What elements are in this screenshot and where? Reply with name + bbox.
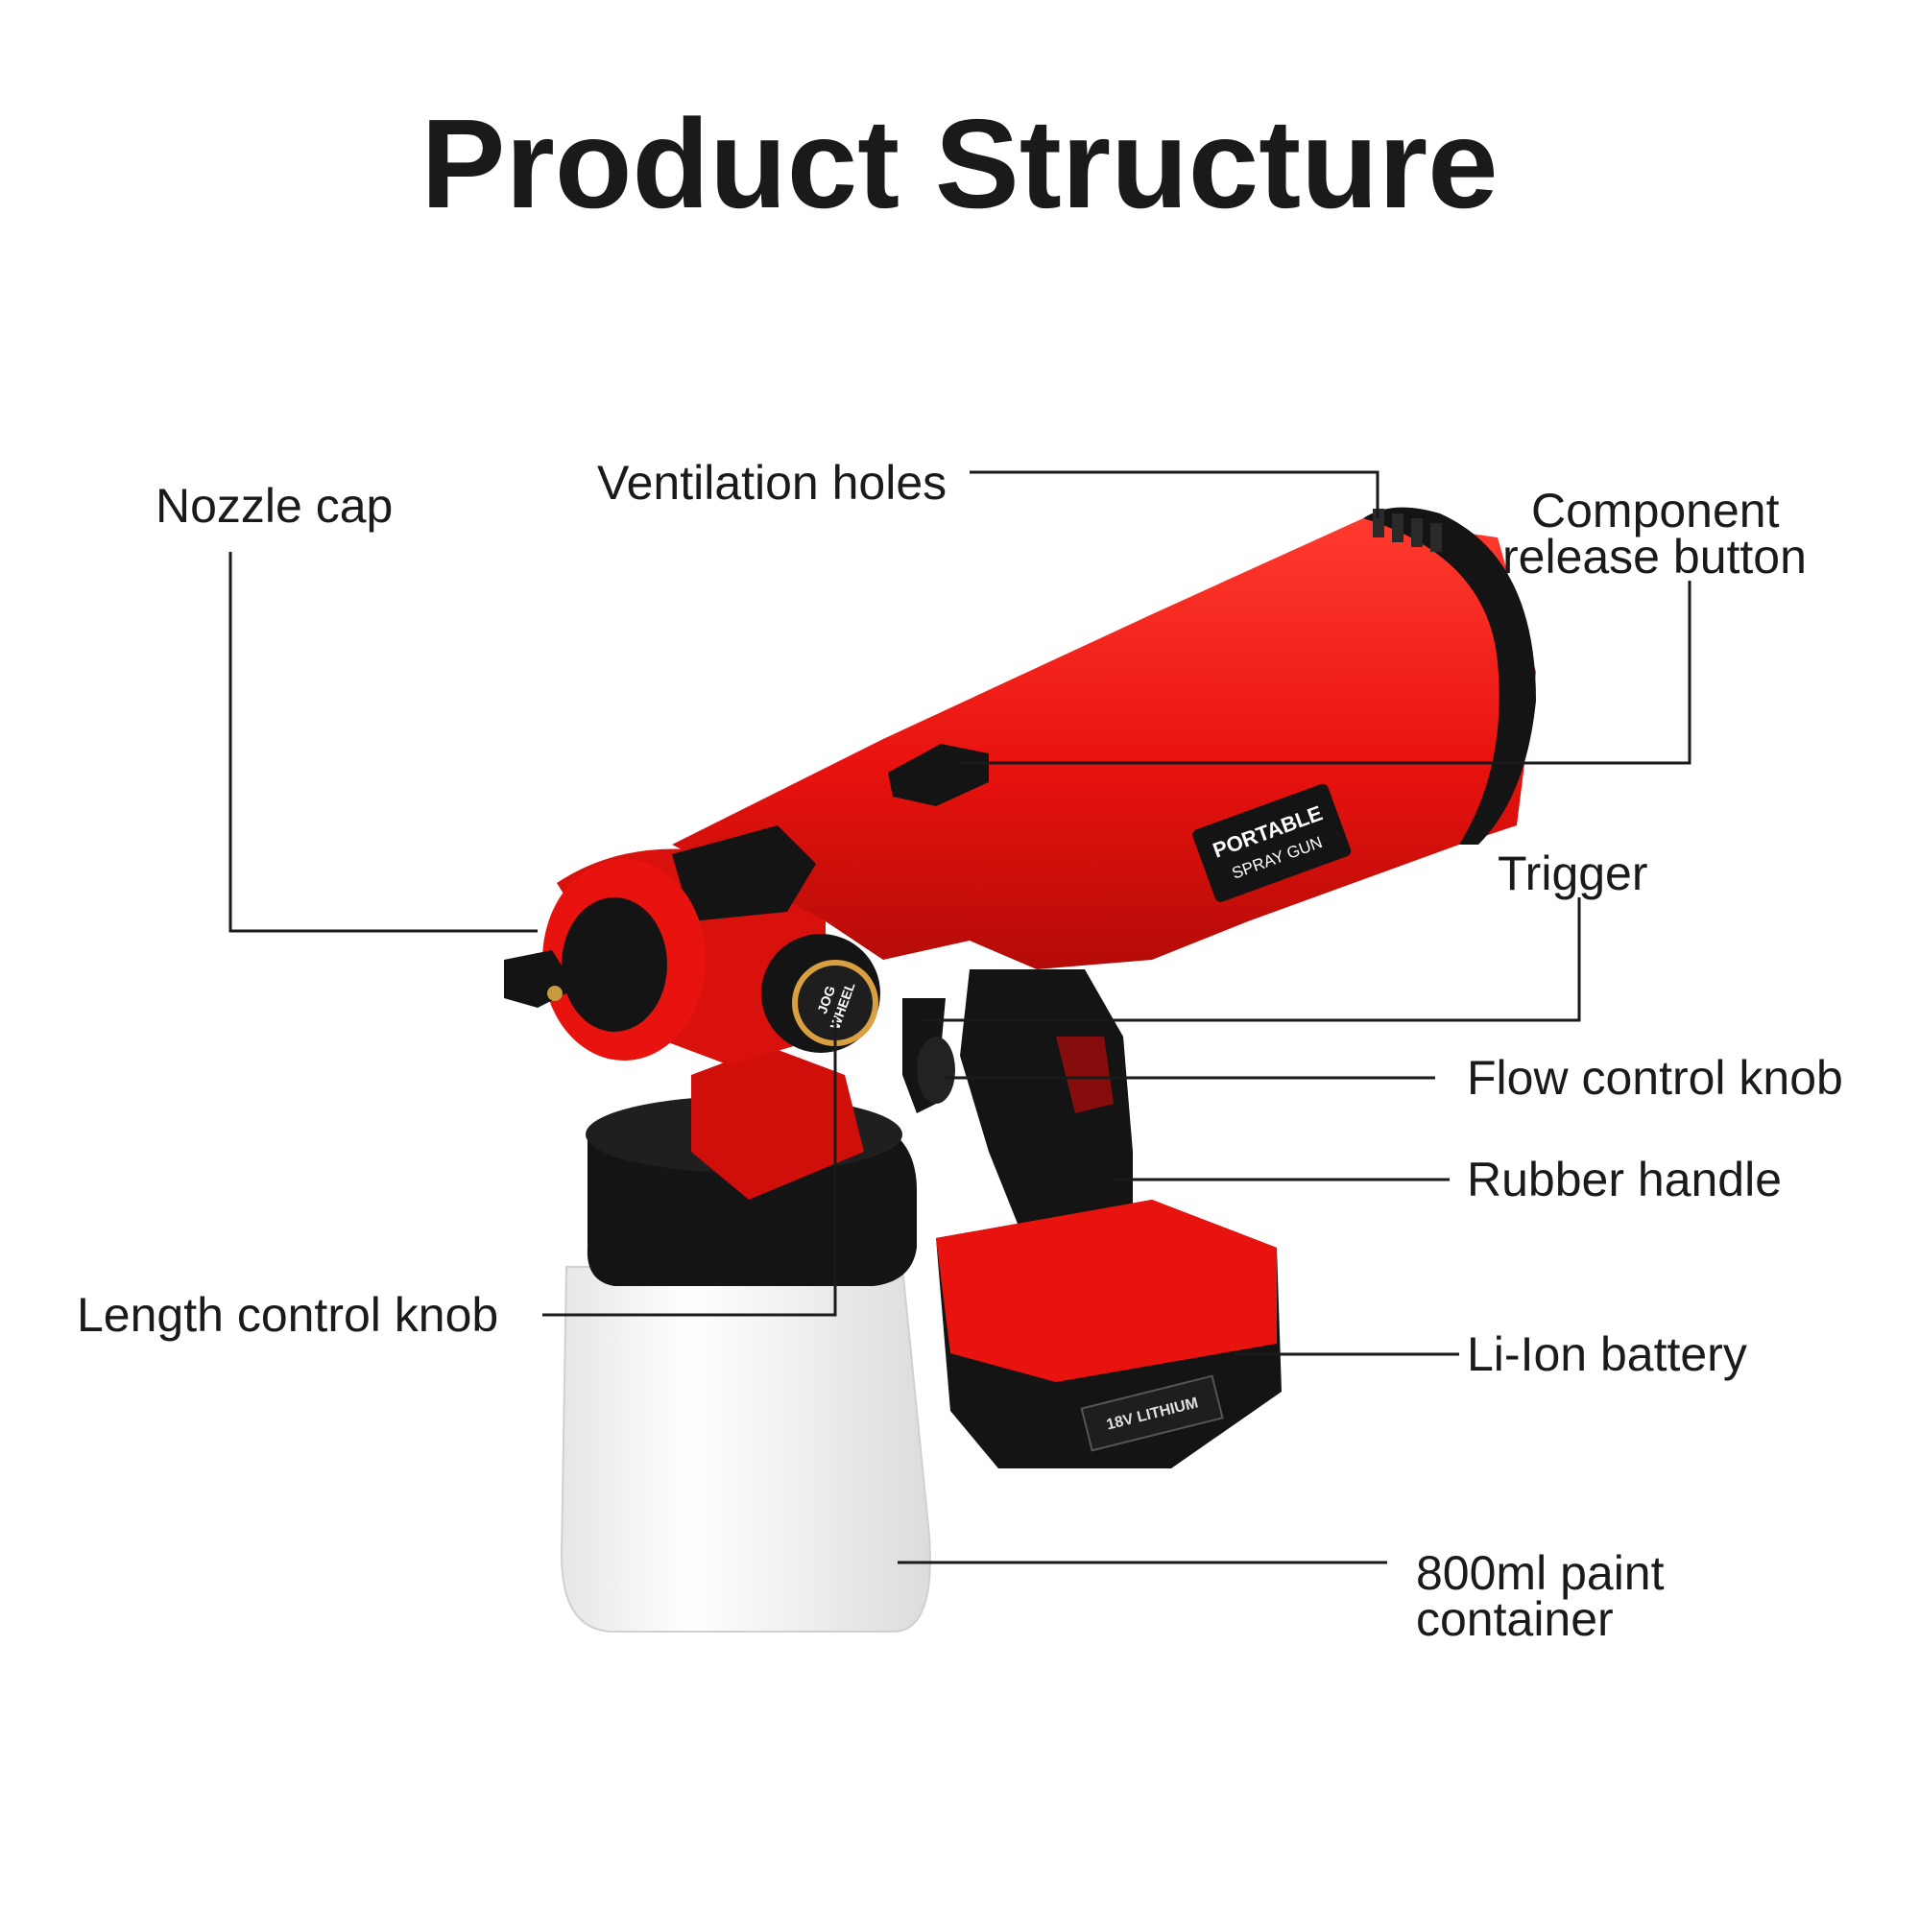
- label-flow-control-knob: Flow control knob: [1467, 1051, 1843, 1105]
- leader-length: [542, 1017, 837, 1317]
- label-component-release-2: release button: [1502, 530, 1807, 584]
- brand-plate: [1192, 783, 1352, 902]
- rear-ring: [1363, 507, 1536, 845]
- component-release-button: [888, 744, 989, 806]
- leader-lines: [228, 470, 1691, 1564]
- label-length-control-knob: Length control knob: [77, 1288, 499, 1342]
- leader-trigger: [922, 897, 1581, 1022]
- leader-release: [960, 581, 1691, 765]
- label-ventilation-holes: Ventilation holes: [597, 456, 948, 510]
- paint-container: [560, 1266, 931, 1633]
- label-li-ion-battery: Li-Ion battery: [1467, 1327, 1747, 1381]
- label-trigger: Trigger: [1498, 847, 1648, 900]
- label-rubber-handle: Rubber handle: [1467, 1153, 1783, 1206]
- label-component-release-1: Component: [1531, 484, 1780, 537]
- label-paint-container-1: 800ml paint: [1416, 1546, 1665, 1600]
- leader-nozzle-cap: [228, 552, 538, 933]
- flow-control-knob: [917, 1037, 955, 1104]
- page-title: Product Structure: [420, 93, 1499, 234]
- label-paint-container-2: container: [1416, 1592, 1614, 1646]
- rubber-handle: [960, 969, 1133, 1248]
- ventilation-slots: [1373, 509, 1442, 552]
- motor-housing: [672, 518, 1536, 969]
- leader-ventilation: [970, 470, 1379, 518]
- label-nozzle-cap: Nozzle cap: [156, 479, 394, 533]
